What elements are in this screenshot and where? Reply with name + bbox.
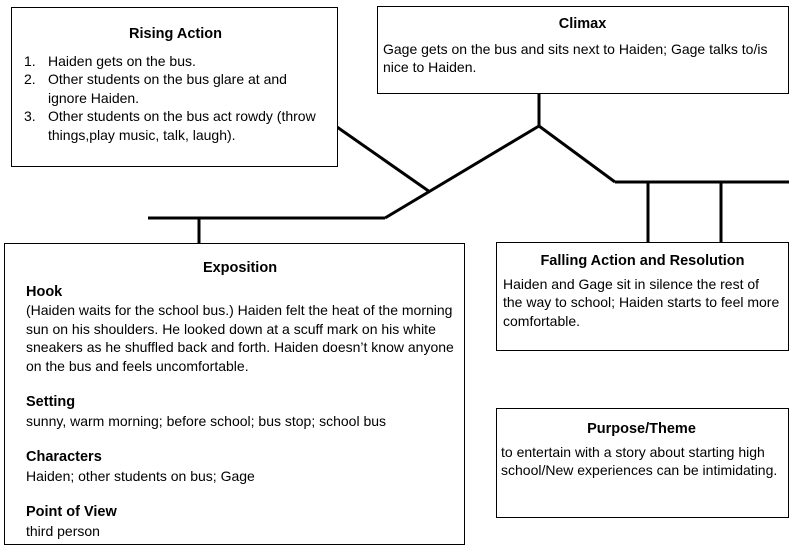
rising-action-connector <box>336 125 431 194</box>
rising-slope-line <box>384 124 540 220</box>
rising-action-title: Rising Action <box>129 26 222 42</box>
rising-action-box: Rising Action 1. Haiden gets on the bus.… <box>11 7 338 167</box>
falling-action-text: Haiden and Gage sit in silence the rest … <box>503 275 780 329</box>
exposition-title: Exposition <box>202 260 278 276</box>
list-item: 2. Other students on the bus glare at an… <box>24 70 327 107</box>
list-item-text: Haiden gets on the bus. <box>48 52 196 69</box>
setting-label: Setting <box>26 394 76 410</box>
exposition-box: Exposition Hook (Haiden waits for the sc… <box>4 243 465 545</box>
climax-text: Gage gets on the bus and sits next to Ha… <box>383 40 768 76</box>
climax-box: Climax Gage gets on the bus and sits nex… <box>377 6 789 94</box>
list-item-number: 1. <box>24 52 36 69</box>
list-item-number: 3. <box>24 108 36 124</box>
purpose-theme-title: Purpose/Theme <box>587 421 696 437</box>
falling-slope-line <box>538 124 616 184</box>
point-of-view-section: Point of View third person <box>26 503 454 540</box>
purpose-theme-text: to entertain with a story about starting… <box>501 443 778 479</box>
rising-action-list: 1. Haiden gets on the bus. 2. Other stud… <box>24 52 327 145</box>
characters-text: Haiden; other students on bus; Gage <box>26 467 255 484</box>
hook-section: Hook (Haiden waits for the school bus.) … <box>26 283 454 376</box>
hook-label: Hook <box>26 283 63 300</box>
list-item: 1. Haiden gets on the bus. <box>24 52 327 71</box>
point-of-view-text: third person <box>26 522 100 539</box>
falling-action-box: Falling Action and Resolution Haiden and… <box>496 242 789 351</box>
list-item: 3. Other students on the bus act rowdy (… <box>24 107 327 144</box>
characters-label: Characters <box>26 449 102 465</box>
hook-text: (Haiden waits for the school bus.) Haide… <box>26 302 454 374</box>
purpose-theme-box: Purpose/Theme to entertain with a story … <box>496 408 789 518</box>
characters-section: Characters Haiden; other students on bus… <box>26 448 454 485</box>
point-of-view-label: Point of View <box>26 504 117 520</box>
climax-title: Climax <box>558 16 607 32</box>
falling-action-title: Falling Action and Resolution <box>540 253 745 269</box>
list-item-text: Other students on the bus glare at and i… <box>48 71 287 106</box>
list-item-number: 2. <box>24 71 36 87</box>
setting-text: sunny, warm morning; before school; bus … <box>26 412 387 429</box>
setting-section: Setting sunny, warm morning; before scho… <box>26 393 454 430</box>
list-item-text: Other students on the bus act rowdy (thr… <box>48 108 316 143</box>
